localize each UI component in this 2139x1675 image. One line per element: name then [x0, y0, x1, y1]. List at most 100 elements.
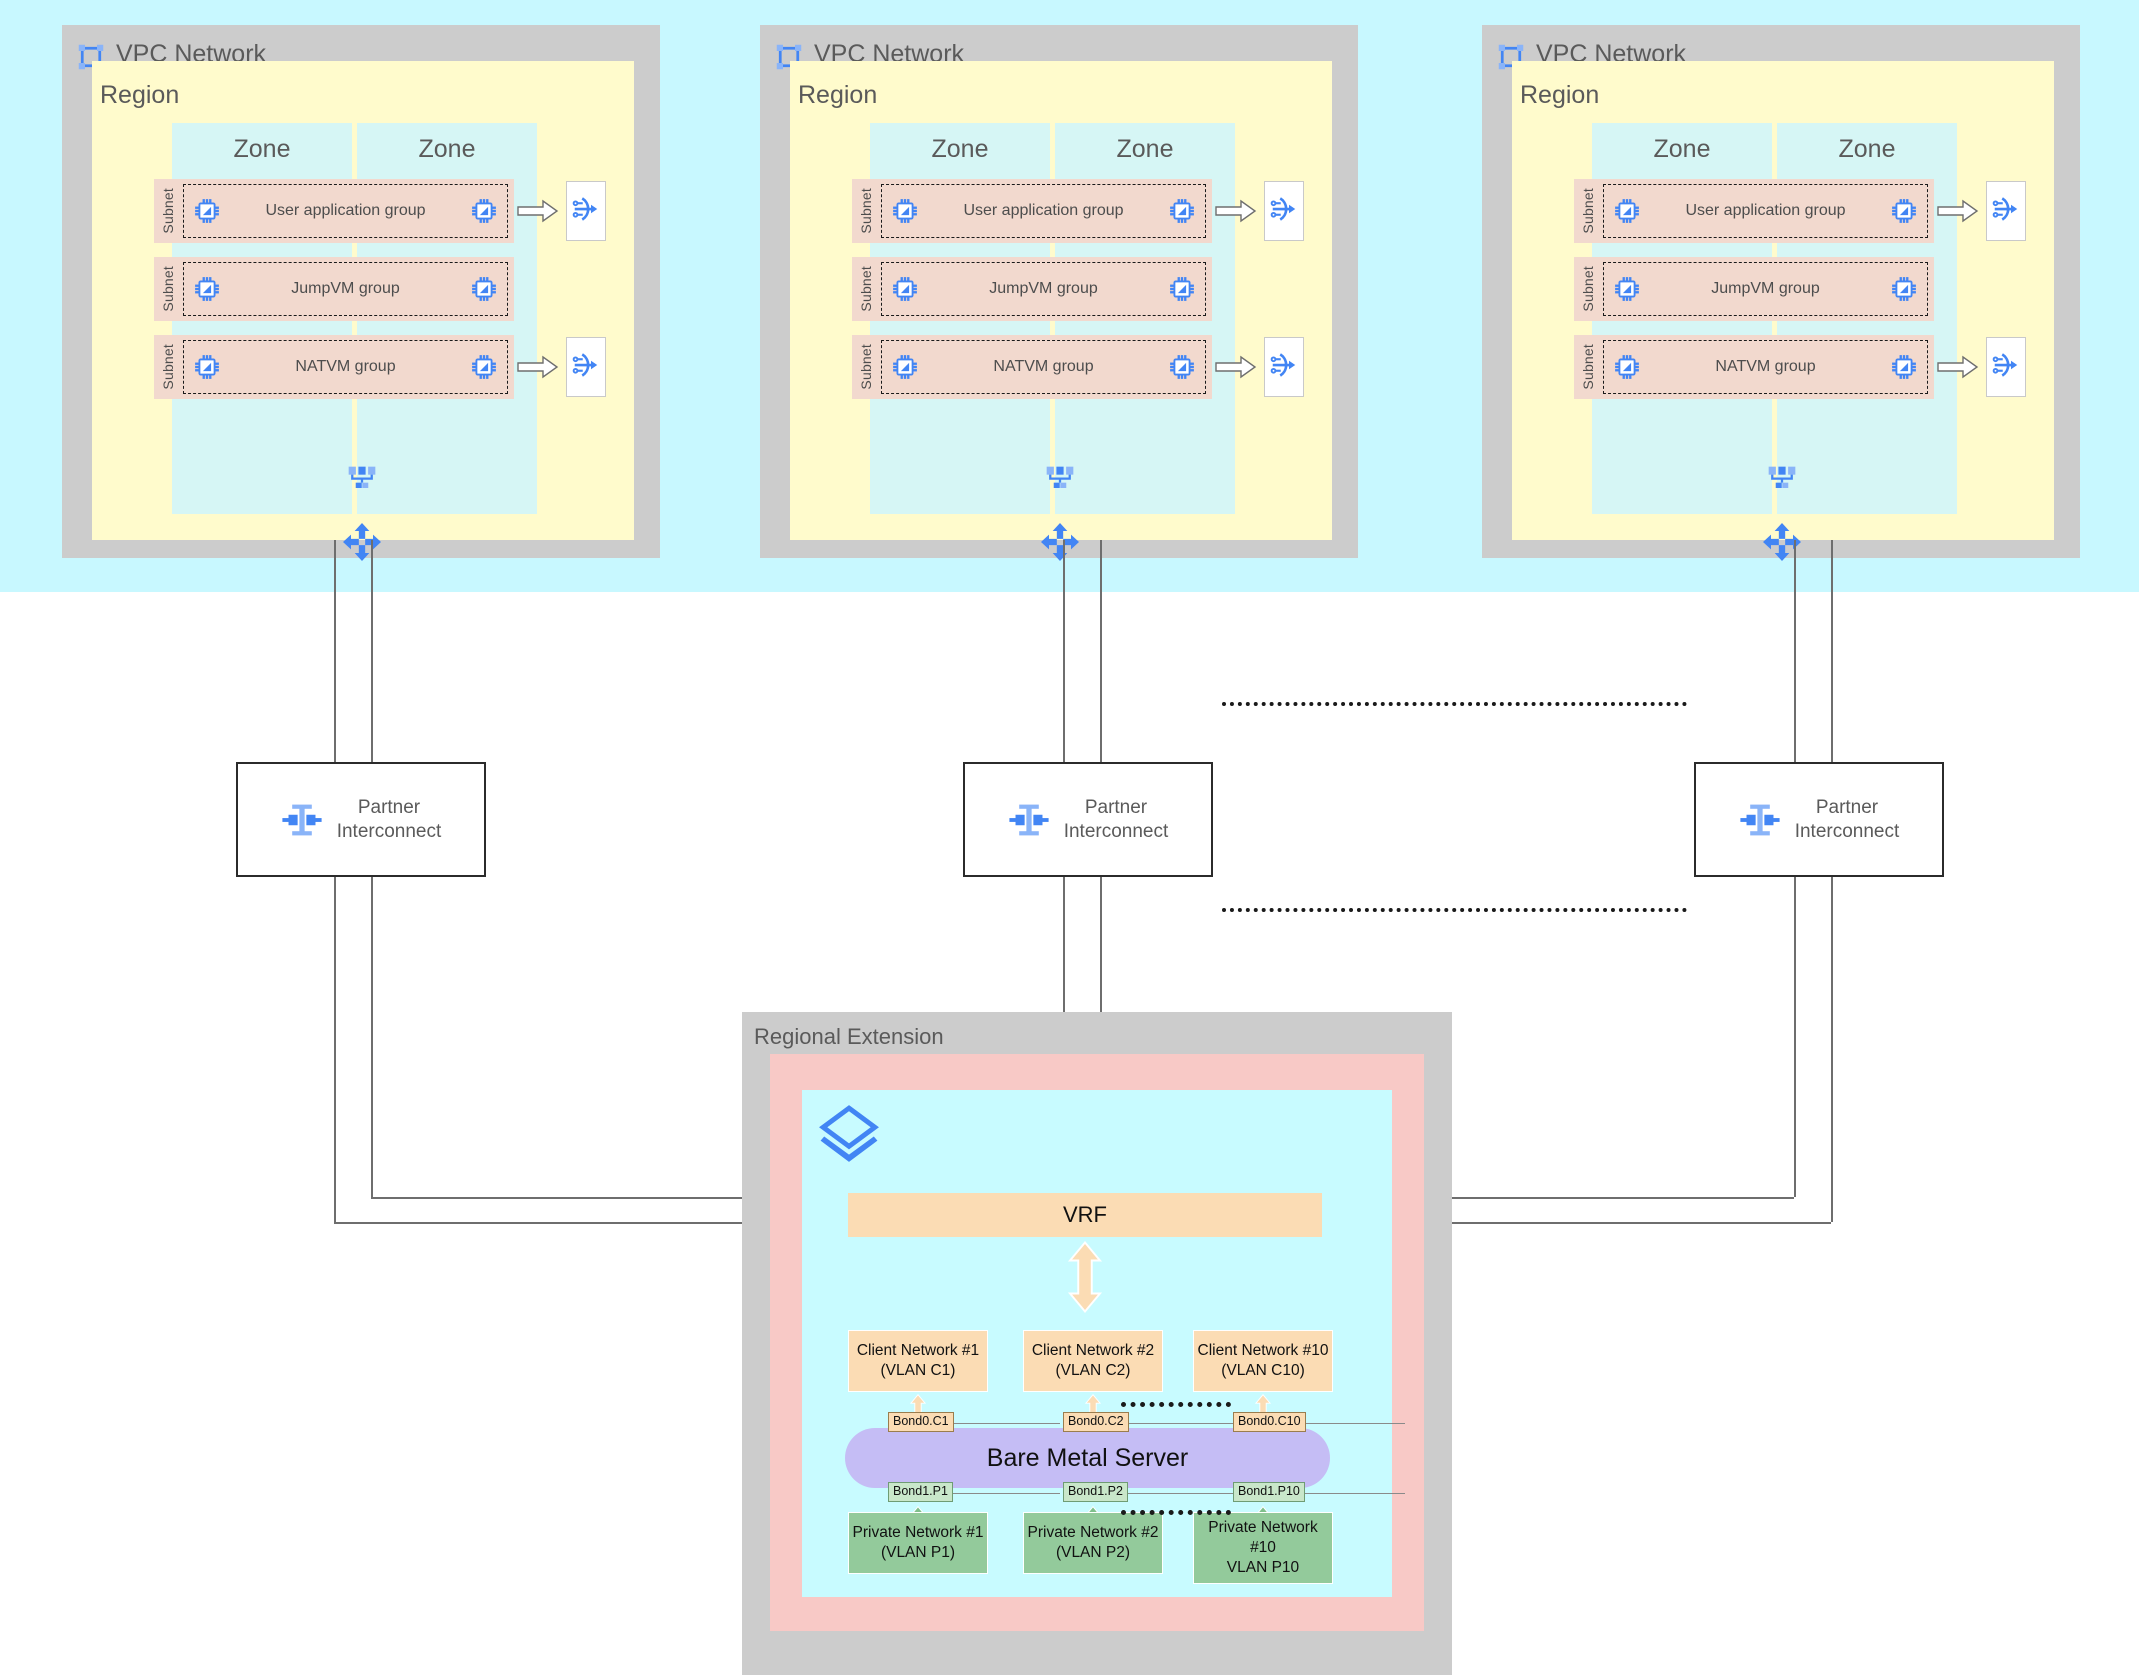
instance-group-label: User application group [1685, 202, 1846, 219]
cpu-icon [1892, 199, 1916, 223]
cloud-router-box [1986, 181, 2026, 241]
cpu-icon [1170, 277, 1194, 301]
cpu-icon [1890, 275, 1918, 303]
vrf-to-server-arrow-icon [1065, 1240, 1105, 1318]
cpu-icon [193, 353, 221, 381]
cpu-icon [470, 275, 498, 303]
client-network-line2: (VLAN C10) [1221, 1362, 1305, 1379]
private-network-line3: VLAN P10 [1226, 1559, 1300, 1577]
traffic-arrow-icon [517, 355, 559, 379]
trunk-vpc3-a-lower [1794, 877, 1796, 1197]
traffic-arrow-icon [1937, 355, 1979, 379]
client-network-label: Client Network #1 (VLAN C1) [857, 1341, 979, 1381]
cpu-icon [470, 197, 498, 225]
private-network-box-3: Private Network #10 VLAN P10 [1193, 1512, 1333, 1584]
instance-group-1: User application group [183, 184, 508, 238]
subnet-row-3: Subnet NATVM group [1574, 335, 1934, 399]
cloud-router-icon [1992, 352, 2018, 377]
trunk-vpc1-a-to-vrf [334, 1222, 848, 1224]
subnet-label: Subnet [858, 344, 874, 390]
traffic-arrow-icon [1215, 199, 1257, 223]
instance-group-1: User application group [1603, 184, 1928, 238]
subnet-label: Subnet [1580, 344, 1596, 390]
subnet-row-3: Subnet NATVM group [852, 335, 1212, 399]
subnet-tree-icon [348, 466, 376, 488]
instance-group-label: JumpVM group [989, 280, 1098, 297]
client-network-line2: (VLAN C1) [880, 1362, 956, 1379]
cloud-router-box [1264, 181, 1304, 241]
client-network-line1: Client Network #1 [856, 1341, 980, 1359]
partner-interconnect-icon [1740, 804, 1780, 835]
partner-interconnect-label-line2: Interconnect [1063, 820, 1169, 842]
cpu-icon [472, 277, 496, 301]
cloud-router-icon [1270, 196, 1296, 221]
partner-interconnect-box-2[interactable]: Partner Interconnect [963, 762, 1213, 877]
bond1-rule-3 [1285, 1493, 1405, 1494]
subnet-tree-icon [1766, 464, 1798, 496]
partner-interconnect-label-line1: Partner [1084, 796, 1148, 818]
cpu-icon [1890, 197, 1918, 225]
bond1-label-3: Bond1.P10 [1233, 1482, 1305, 1502]
cpu-icon [193, 275, 221, 303]
trunk-vpc1-a-upper [334, 540, 336, 762]
traffic-arrow-icon [1214, 199, 1258, 228]
cloud-router-icon [1992, 196, 2018, 221]
subnet-tree-icon [1044, 464, 1076, 496]
partner-interconnect-icon [1009, 804, 1049, 835]
bond0-rule-3 [1285, 1423, 1405, 1424]
bond0-label-3: Bond0.C10 [1233, 1412, 1306, 1432]
cpu-icon [893, 277, 917, 301]
subnet-label: Subnet [858, 266, 874, 312]
instance-group-2: JumpVM group [881, 262, 1206, 316]
cpu-icon [193, 197, 221, 225]
cloud-router-icon [572, 196, 598, 221]
subnet-label: Subnet [1580, 188, 1596, 234]
region-label: Region [1520, 81, 1600, 109]
partner-interconnect-box-3[interactable]: Partner Interconnect [1694, 762, 1944, 877]
private-network-label: Private Network #1 (VLAN P1) [853, 1523, 984, 1563]
cpu-icon [1613, 275, 1641, 303]
cloud-router-icon [571, 194, 601, 229]
cloud-router-icon [572, 352, 598, 377]
partner-interconnect-label-line2: Interconnect [1794, 820, 1900, 842]
bare-metal-server-box: Bare Metal Server [845, 1428, 1330, 1488]
client-network-label: Client Network #2 (VLAN C2) [1032, 1341, 1154, 1381]
partner-interconnect-label: Partner Interconnect [337, 796, 442, 844]
zone-label: Zone [1838, 135, 1896, 163]
ellipsis-dotted-line-top [1222, 702, 1687, 706]
bidirectional-arrow-icon [1067, 1240, 1103, 1314]
traffic-arrow-icon [1214, 355, 1258, 384]
partner-interconnect-label: Partner Interconnect [1064, 796, 1169, 844]
private-network-line1: Private Network #1 [852, 1523, 984, 1541]
vrf-box: VRF [848, 1193, 1322, 1237]
trunk-vpc3-a-upper [1794, 540, 1796, 762]
traffic-arrow-icon [516, 199, 560, 228]
partner-interconnect-box-1[interactable]: Partner Interconnect [236, 762, 486, 877]
client-network-box-1: Client Network #1 (VLAN C1) [848, 1330, 988, 1392]
bond0-label-2: Bond0.C2 [1063, 1412, 1129, 1432]
router-4way-icon [1041, 523, 1079, 561]
cpu-icon [1613, 197, 1641, 225]
subnet-label: Subnet [160, 266, 176, 312]
cpu-icon [891, 353, 919, 381]
router-4way-icon [343, 523, 381, 561]
trunk-vpc3-a-to-vrf [1322, 1197, 1794, 1199]
layers-icon [818, 1104, 880, 1166]
cpu-icon [195, 355, 219, 379]
subnet-label: Subnet [1580, 266, 1596, 312]
traffic-arrow-icon [1936, 355, 1980, 384]
trunk-vpc1-a-lower [334, 877, 336, 1222]
cloud-router-box [566, 337, 606, 397]
partner-interconnect-label-line1: Partner [1815, 796, 1879, 818]
private-network-line2: (VLAN P1) [880, 1544, 956, 1561]
subnet-label: Subnet [858, 188, 874, 234]
subnet-tree-icon [1046, 466, 1074, 488]
cpu-icon [1615, 199, 1639, 223]
subnet-tree-icon [346, 464, 378, 496]
instance-group-3: NATVM group [1603, 340, 1928, 394]
cloud-router-box [1986, 337, 2026, 397]
cpu-icon [195, 199, 219, 223]
ellipsis-dotted-line-bottom [1222, 908, 1687, 912]
cpu-icon [1168, 197, 1196, 225]
client-network-label: Client Network #10 (VLAN C10) [1198, 1341, 1329, 1381]
